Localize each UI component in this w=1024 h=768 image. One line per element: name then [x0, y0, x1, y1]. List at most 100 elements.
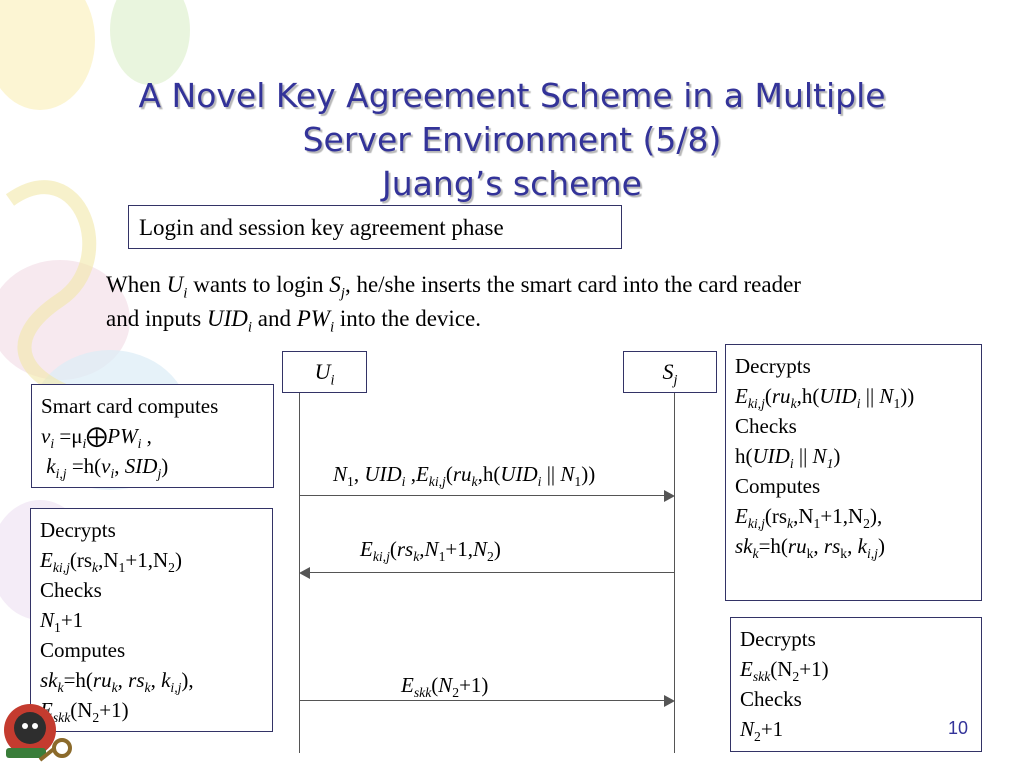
server-final-box: Decrypts Eskk(N2+1) Checks N2+1 — [730, 617, 982, 752]
intro-text: wants to login — [187, 272, 330, 297]
intro-sub: i — [183, 285, 188, 302]
msg-sub: 2 — [452, 685, 460, 701]
br-sub: 2 — [792, 669, 800, 685]
check-expression: N2+1 — [740, 714, 981, 744]
intro-sub: i — [247, 319, 252, 336]
intro-var: UID — [206, 306, 248, 331]
ld-text: =h( — [63, 668, 93, 692]
rd-var: ru — [771, 384, 791, 408]
intro-var: PW — [296, 306, 330, 331]
rd-var: E — [735, 504, 748, 528]
rd-var: sk — [735, 534, 753, 558]
arrowhead-right-icon — [664, 490, 675, 502]
ld-var: rs — [128, 668, 145, 692]
session-key-expression: skk=h(ruk, rsk, ki,j), — [40, 665, 272, 695]
intro-var: U — [166, 272, 184, 297]
msg-text: +1) — [459, 673, 489, 697]
sc-text: , — [114, 454, 125, 478]
step-heading: Checks — [740, 687, 802, 711]
sc-text: =h( — [66, 454, 102, 478]
lifeline-server — [674, 393, 675, 753]
sc-var: SID — [124, 454, 158, 478]
rd-var: ru — [787, 534, 807, 558]
decrypt-expression: Eki,j(rsk,N1+1,N2) — [40, 545, 272, 575]
sc-sub: i — [110, 466, 115, 482]
msg-sub: skk — [413, 685, 432, 701]
msg-sub: ki,j — [372, 549, 390, 565]
intro-text: , he/she inserts the smart card into the… — [344, 272, 801, 297]
msg-text: ( — [389, 537, 397, 561]
participant-sub: i — [330, 372, 335, 389]
message-arrow-3 — [299, 700, 665, 701]
msg-sub: k — [471, 474, 478, 490]
msg-sub: k — [413, 549, 420, 565]
msg-text: , — [405, 462, 416, 486]
msg-var: ,N — [419, 537, 439, 561]
ld-text: (rs — [69, 548, 93, 572]
sc-text: ) — [161, 454, 169, 478]
step-heading: Decrypts — [740, 627, 816, 651]
rd-var: N — [812, 444, 827, 468]
rd-sub: i — [856, 396, 861, 412]
msg-text: )) — [581, 462, 596, 486]
rd-var: UID — [819, 384, 857, 408]
msg-text: ( — [445, 462, 453, 486]
message-label-1: N1, UIDi ,Eki,j(ruk,h(UIDi || N1)) — [333, 461, 596, 490]
ld-sub: 1 — [118, 560, 126, 576]
sc-sub: i — [50, 436, 55, 452]
participant-name: S — [662, 359, 674, 384]
msg-var: E — [415, 462, 429, 486]
rd-sub: k — [752, 546, 759, 562]
intro-sub: i — [329, 319, 335, 336]
balloon-decoration-green — [110, 0, 190, 85]
rd-text: ) — [833, 444, 841, 468]
msg-var: rs — [396, 537, 414, 561]
ld-var: ru — [92, 668, 112, 692]
rd-text: ,N — [793, 504, 814, 528]
slide-title: A Novel Key Agreement Scheme in a Multip… — [0, 74, 1024, 206]
rd-var: E — [735, 384, 748, 408]
participant-user: Ui — [282, 351, 367, 393]
smart-card-line-v: vi =μi⨁PWi , — [41, 421, 273, 451]
page-number: 10 — [948, 718, 969, 738]
ld-sub: skk — [52, 710, 71, 726]
intro-sub: j — [340, 285, 345, 302]
rd-text: =h( — [758, 534, 788, 558]
ld-text: ), — [181, 668, 194, 692]
ld-text: , — [150, 668, 162, 692]
ld-var: k — [161, 668, 171, 692]
encrypt-expression: Eki,j(rsk,N1+1,N2), — [735, 501, 981, 531]
session-key-expression: skk=h(ruk, rsk, ki,j) — [735, 531, 981, 561]
msg-text: ) — [493, 537, 501, 561]
br-text: +1) — [799, 657, 829, 681]
msg-var: UID — [364, 462, 402, 486]
msg-sub: ki,j — [428, 474, 446, 490]
msg-var: ru — [452, 462, 472, 486]
message-arrow-1 — [299, 495, 665, 496]
ld-sub: k — [111, 680, 118, 696]
phase-label: Login and session key agreement phase — [139, 215, 504, 240]
smart-card-box: Smart card computes vi =μi⨁PWi , ki,j =h… — [31, 384, 274, 488]
rd-text: || — [860, 384, 880, 408]
swirl-decoration — [5, 180, 97, 407]
rd-text: || — [793, 444, 813, 468]
title-line-1: A Novel Key Agreement Scheme in a Multip… — [138, 76, 886, 115]
title-line-3: Juang’s scheme — [382, 164, 642, 203]
ld-var: sk — [40, 668, 58, 692]
ld-sub: 2 — [168, 560, 175, 576]
xor-symbol: ⨁ — [86, 424, 108, 448]
message-label-2: Eki,j(rsk,N1+1,N2) — [360, 536, 501, 565]
phase-label-box: Login and session key agreement phase — [128, 205, 622, 249]
rd-sub: 1 — [893, 396, 901, 412]
msg-var: N — [472, 537, 487, 561]
rd-sub: k — [787, 516, 794, 532]
participant-name: U — [314, 359, 331, 384]
rd-sub: 2 — [863, 516, 870, 532]
sc-var: k — [46, 454, 56, 478]
intro-line-2: and inputs UIDi and PWi into the device. — [106, 302, 986, 336]
intro-var: S — [329, 272, 341, 297]
sc-sub: i — [137, 436, 142, 452]
br-var: N — [740, 717, 755, 741]
rd-sub: 1 — [826, 456, 834, 472]
smart-card-heading: Smart card computes — [41, 394, 219, 418]
